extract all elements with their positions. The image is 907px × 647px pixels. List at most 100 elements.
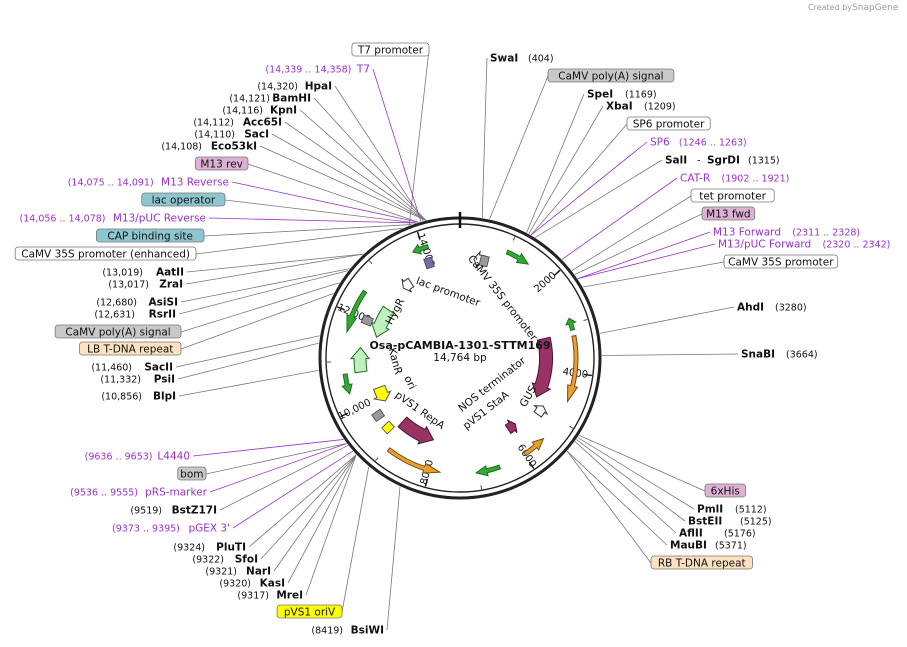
- enzyme-label: BsiWI(8419): [311, 625, 384, 637]
- tick-mark: [340, 412, 349, 418]
- primer-name: pRS-marker: [145, 487, 208, 499]
- enzyme-position: (14,110): [194, 130, 235, 141]
- feature-tag-box: [650, 555, 753, 570]
- tick-mark: [528, 461, 535, 470]
- feature-tag: SP6 promoter: [626, 116, 711, 131]
- enzyme-name: AatII: [156, 267, 184, 279]
- tick-mark: [336, 306, 345, 311]
- enzyme-name: SacII: [144, 362, 173, 374]
- enzyme-name: AsiSI: [149, 297, 178, 309]
- enzyme-position: (11,332): [100, 375, 141, 386]
- enzyme-position: (1169): [625, 90, 657, 101]
- feature-tag-text: CaMV poly(A) signal: [65, 327, 170, 339]
- enzyme-name: SwaI: [490, 53, 518, 65]
- enzyme-position: (1315): [748, 156, 780, 167]
- enzyme-position: (5371): [715, 541, 747, 552]
- enzyme-label: BstEII(5125): [688, 516, 772, 528]
- backbone-rings: [318, 212, 602, 500]
- enzyme-position: (12,631): [94, 310, 135, 321]
- enzyme-label: MauBI (5371): [670, 540, 747, 552]
- primer-range: (9636 .. 9653): [85, 452, 153, 463]
- feature-tag-text: pVS1 oriV: [284, 607, 336, 619]
- feature-tag: CaMV 35S promoter (enhanced): [14, 246, 197, 261]
- enzyme-position: (9322): [192, 555, 224, 566]
- feature-tag: CaMV poly(A) signal: [54, 324, 182, 339]
- feature-tag: T7 promoter: [351, 42, 430, 57]
- enzyme-label: PsiI (11,332): [100, 374, 175, 386]
- primer-range: (14,339 .. 14,358): [265, 65, 351, 76]
- enzyme-name: PsiI: [154, 374, 175, 386]
- enzyme-position: (11,460): [91, 363, 132, 374]
- orange-arrow-feature: [523, 437, 545, 457]
- small-feature-box: [381, 420, 396, 435]
- primer-label: SP6(1246 .. 1263): [650, 137, 747, 149]
- minor-tick: [375, 457, 379, 462]
- enzyme-position: (12,680): [96, 298, 137, 309]
- enzyme-position: (9324): [173, 543, 205, 554]
- enzyme-separator: -: [697, 156, 700, 167]
- feature-tag: CAP binding site: [96, 228, 205, 243]
- feature-tag-text: M13 rev: [200, 159, 243, 171]
- feature-tag-box: [79, 341, 182, 356]
- primer-label: (14,339 .. 14,358)T7: [265, 64, 370, 76]
- enzyme-name: MauBI: [670, 540, 707, 552]
- feature-tag-box: [547, 68, 675, 83]
- primer-name: M13 Forward: [713, 227, 781, 239]
- enzyme-position: (5125): [740, 517, 772, 528]
- hygr-arrow: [370, 305, 395, 338]
- enzyme-position: (9320): [219, 579, 251, 590]
- feature-tag: RB T-DNA repeat: [650, 555, 753, 570]
- primer-label: (9536 .. 9555)pRS-marker: [70, 487, 208, 499]
- feature-tag-box: [704, 483, 746, 498]
- feature-tag-box: [177, 466, 207, 481]
- feature-tag-box: [96, 228, 205, 243]
- enzyme-name: MreI: [276, 590, 303, 602]
- enzyme-label: Eco53kI(14,108): [161, 141, 257, 153]
- feature-tag-box: [194, 156, 249, 171]
- enzyme-label: SwaI(404): [490, 53, 554, 65]
- enzyme-name: KasI: [260, 578, 285, 590]
- enzyme-label: NarI(9321): [205, 566, 271, 578]
- tick-mark: [583, 373, 592, 377]
- primer-name: M13/pUC Reverse: [113, 213, 206, 225]
- enzyme-label: BamHI(14,121): [229, 93, 311, 105]
- primer-label: M13/pUC Forward(2320 .. 2342): [718, 239, 890, 251]
- feature-tag-text: CaMV 35S promoter: [728, 257, 834, 269]
- tick-label: 10,000: [337, 397, 373, 422]
- enzyme-label: XbaI(1209): [606, 101, 676, 113]
- primer-label: M13 Forward(2311 .. 2328): [713, 227, 860, 239]
- feature-tag-text: CAP binding site: [107, 231, 193, 243]
- enzyme-name: SalI: [665, 155, 687, 167]
- enzyme-name: PmlI: [697, 504, 723, 516]
- enzyme-position: (13,017): [108, 280, 149, 291]
- primer-range: (14,056 .. 14,078): [20, 214, 106, 225]
- feature-tag-box: [690, 188, 775, 203]
- green-arrow-feature: [505, 249, 530, 265]
- enzyme-position: (5176): [724, 529, 756, 540]
- feature-tag-box: [723, 254, 839, 269]
- enzyme-position: (9317): [237, 591, 269, 602]
- enzyme-name: AflII: [679, 528, 703, 540]
- enzyme-name: XbaI: [606, 101, 633, 113]
- enzyme-label: RsrII(12,631): [94, 309, 176, 321]
- small-feature-box: [478, 254, 490, 268]
- enzyme-name: Eco53kI: [211, 141, 257, 153]
- feature-tag-text: tet promoter: [699, 191, 766, 203]
- feature-tag-box: [54, 324, 182, 339]
- enzyme-label: AhdI(3280): [737, 302, 807, 314]
- enzyme-name: SnaBI: [741, 349, 775, 361]
- enzyme-label: MreI (9317): [237, 590, 303, 602]
- primer-range: (9373 .. 9395): [112, 524, 180, 535]
- enzyme-name: SacI: [244, 129, 269, 141]
- green-arrow-feature: [474, 464, 501, 477]
- enzyme-name: SpeI: [587, 89, 613, 101]
- green-arrow-feature: [346, 289, 368, 334]
- feature-tag: CaMV poly(A) signal: [547, 68, 675, 83]
- tick-mark: [553, 269, 561, 277]
- enzyme-label: BstZ17I(9519): [130, 505, 217, 517]
- map-title: Osa-pCAMBIA-1301-STTM169: [369, 339, 550, 352]
- primer-range: (14,075 .. 14,091): [68, 178, 154, 189]
- map-length: 14,764 bp: [433, 352, 487, 364]
- enzyme-label: AatII(13,019): [102, 267, 184, 279]
- feature-label: ori: [401, 374, 418, 391]
